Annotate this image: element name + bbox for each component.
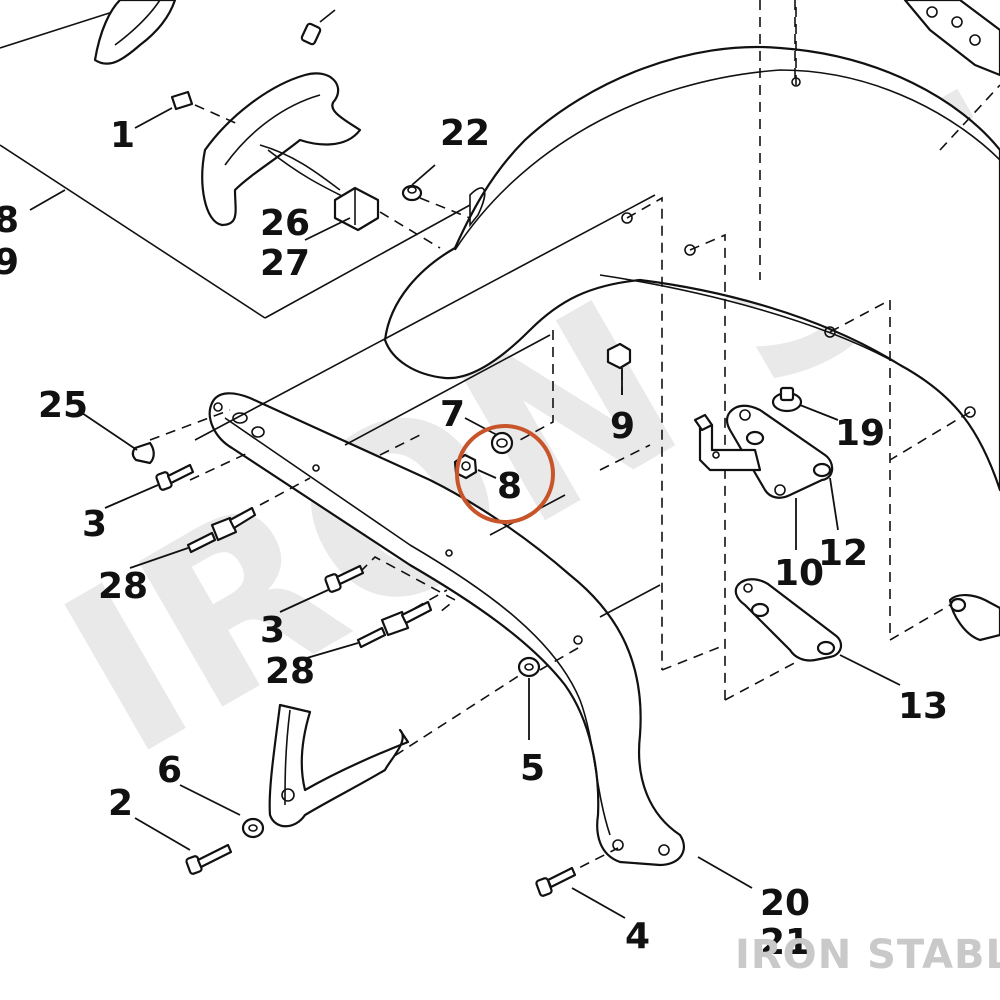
highlight-ring	[455, 424, 555, 524]
callout-3-upper: 3	[82, 504, 107, 545]
callout-5: 5	[520, 748, 545, 789]
brand-mark: IRON STABLE	[735, 932, 1000, 978]
callout-20: 20	[760, 883, 810, 924]
rear-fender	[383, 0, 1000, 492]
callout-29-edge: 9	[0, 242, 19, 283]
bulb	[300, 9, 336, 46]
assembly-lines	[626, 0, 971, 701]
washer-6	[241, 817, 265, 839]
stud-28-upper	[186, 506, 257, 554]
callout-26: 26	[260, 203, 310, 244]
callout-1: 1	[110, 115, 135, 156]
screw-3-upper	[155, 463, 195, 491]
connector	[267, 149, 441, 249]
callout-12: 12	[818, 533, 868, 574]
callout-13: 13	[898, 686, 948, 727]
stud-28-lower	[356, 600, 433, 649]
bracket-12	[725, 404, 834, 499]
pin-19	[771, 386, 803, 413]
callout-28-lower: 28	[265, 651, 315, 692]
callout-28-upper: 28	[98, 566, 148, 607]
fender-strut	[208, 392, 685, 867]
lower-strut	[268, 703, 410, 828]
bracket-13	[734, 578, 843, 662]
callout-7: 7	[440, 394, 465, 435]
tail-light	[201, 72, 362, 227]
callout-labels: 1 2 3 3 4 5 6 7 8 9 10 12 13 19 20 21 22…	[0, 113, 948, 963]
lens	[93, 0, 177, 65]
callout-21: 21	[760, 922, 810, 963]
screw-2	[185, 843, 233, 875]
callout-2: 2	[108, 783, 133, 824]
edge-bracket	[948, 594, 1000, 642]
callout-19: 19	[835, 413, 885, 454]
grommet	[401, 184, 471, 219]
callout-3-lower: 3	[260, 610, 285, 651]
screw-1	[170, 90, 241, 126]
callout-10: 10	[774, 553, 824, 594]
callout-22: 22	[440, 113, 490, 154]
top-bracket	[903, 0, 1000, 151]
bracket-10	[693, 413, 762, 472]
callout-9: 9	[610, 406, 635, 447]
washer-5	[517, 656, 541, 678]
callout-8: 8	[497, 466, 522, 507]
callout-6: 6	[157, 750, 182, 791]
nut-9	[606, 342, 632, 370]
plug-25	[131, 441, 155, 465]
screw-4	[535, 866, 577, 897]
washer-7	[490, 431, 514, 455]
callout-27: 27	[260, 243, 310, 284]
callout-25: 25	[38, 385, 88, 426]
hidden-lines	[149, 194, 661, 876]
screw-3-lower	[324, 564, 365, 593]
callout-4: 4	[625, 916, 650, 957]
callout-28-edge: 8	[0, 200, 19, 241]
leader-lines	[29, 107, 901, 919]
